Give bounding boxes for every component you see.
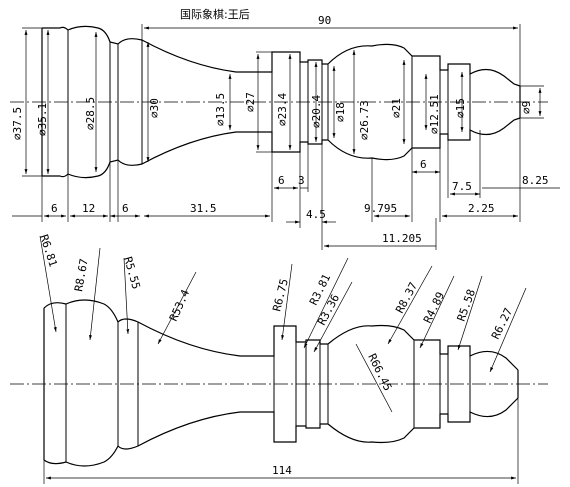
dim-dia-20-4: ⌀20.4 bbox=[310, 95, 323, 128]
drawing-title: 国际象棋:王后 bbox=[180, 7, 250, 21]
dim-overall-114: 114 bbox=[272, 464, 292, 477]
radius-r5-58: R5.58 bbox=[455, 287, 479, 323]
dim-dia-9: ⌀9 bbox=[520, 101, 533, 114]
dim-overall-90: 90 bbox=[318, 14, 331, 27]
dim-dia-28-5: ⌀28.5 bbox=[84, 97, 97, 130]
dim-dia-27: ⌀27 bbox=[244, 92, 257, 112]
dim-len-31-5: 31.5 bbox=[190, 202, 217, 215]
dim-len-11-205: 11.205 bbox=[382, 232, 422, 245]
top-view bbox=[10, 25, 548, 179]
radius-r8-37: R8.37 bbox=[393, 280, 420, 315]
dim-len-8-25: 8.25 bbox=[522, 174, 549, 187]
dim-dia-18: ⌀18 bbox=[334, 102, 347, 122]
radius-r5-55: R5.55 bbox=[121, 255, 143, 290]
radius-r66-45: R66.45 bbox=[365, 352, 394, 393]
dim-len-6a: 6 bbox=[51, 202, 58, 215]
dim-dia-15: ⌀15 bbox=[454, 98, 467, 118]
bottom-profile-upper bbox=[43, 299, 519, 371]
dim-len-2-25: 2.25 bbox=[468, 202, 495, 215]
dim-dia-37-5: ⌀37.5 bbox=[11, 107, 24, 140]
dim-len-7-5: 7.5 bbox=[452, 180, 472, 193]
top-profile-upper bbox=[42, 25, 521, 87]
dim-dia-23-4: ⌀23.4 bbox=[276, 93, 289, 126]
radius-r6-27: R6.27 bbox=[489, 306, 515, 341]
bottom-view: 114 bbox=[10, 299, 548, 484]
radius-r53-4: R53.4 bbox=[167, 287, 192, 323]
dim-len-9-795: 9.795 bbox=[364, 202, 397, 215]
dim-dia-26-73: ⌀26.73 bbox=[358, 100, 371, 140]
dim-dia-21: ⌀21 bbox=[390, 98, 403, 118]
top-profile-lower bbox=[42, 117, 521, 179]
dim-dia-30: ⌀30 bbox=[148, 98, 161, 118]
dim-len-6b: 6 bbox=[122, 202, 129, 215]
radius-r4-89: R4.89 bbox=[421, 290, 447, 325]
dim-len-6c: 6 bbox=[278, 174, 285, 187]
dim-dia-13-5: ⌀13.5 bbox=[214, 93, 227, 126]
dim-len-12: 12 bbox=[82, 202, 95, 215]
dim-dia-35-1: ⌀35.1 bbox=[36, 103, 49, 136]
dim-len-6d: 6 bbox=[420, 158, 427, 171]
dim-len-3: 3 bbox=[298, 174, 305, 187]
length-dimensions: 90 6 12 6 31.5 6 3 4.5 bbox=[12, 14, 560, 250]
radius-labels: R6.81 R8.67 R5.55 R53.4 R6.75 R3.81 R3.3… bbox=[37, 233, 527, 413]
bottom-profile-lower bbox=[43, 397, 519, 467]
dim-len-4-5: 4.5 bbox=[306, 208, 326, 221]
dim-dia-12-51: ⌀12.51 bbox=[428, 94, 441, 134]
diameter-dimensions: ⌀37.5 ⌀35.1 ⌀28.5 ⌀30 ⌀13.5 ⌀27 ⌀23.4 ⌀2… bbox=[11, 27, 544, 177]
radius-r6-81: R6.81 bbox=[37, 233, 60, 269]
radius-r8-67: R8.67 bbox=[72, 258, 91, 293]
